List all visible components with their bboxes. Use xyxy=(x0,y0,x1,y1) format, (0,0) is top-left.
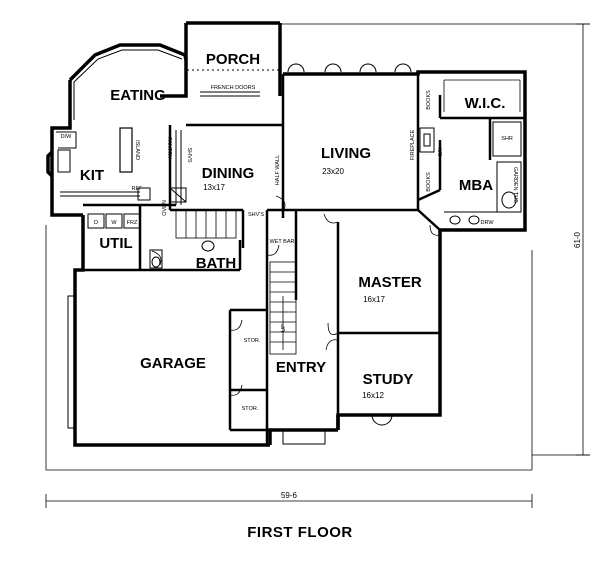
room-porch: PORCH xyxy=(206,51,260,68)
room-garage: GARAGE xyxy=(140,355,206,372)
label-wet-bar: WET BAR xyxy=(270,239,295,245)
label-drw: DRW xyxy=(480,220,494,226)
utility-appliances xyxy=(87,213,141,229)
room-bath: BATH xyxy=(196,255,237,272)
label-french-doors: FRENCH DOORS xyxy=(211,85,256,91)
width-dimension: 59-6 xyxy=(281,491,298,500)
label-stor-upper: STOR. xyxy=(244,338,261,344)
room-wic: W.I.C. xyxy=(465,95,506,112)
bath-fixtures xyxy=(149,240,215,269)
label-books-top: BOOKS xyxy=(426,90,432,110)
label-garden-tub: GARDEN TUB xyxy=(512,167,518,203)
room-study: STUDY xyxy=(363,371,414,388)
master-size: 16x17 xyxy=(363,295,385,304)
living-size: 23x20 xyxy=(322,167,344,176)
label-books-side: BOOKS xyxy=(426,172,432,192)
french-doors xyxy=(187,69,279,97)
door-swings xyxy=(151,195,441,396)
room-mba: MBA xyxy=(459,177,493,194)
kitchen-counters xyxy=(56,131,151,201)
central-stairs xyxy=(269,261,297,355)
label-stor-lower: STOR. xyxy=(242,406,259,412)
depth-dimension: 61-0 xyxy=(573,231,582,248)
wic-shelves xyxy=(443,79,521,112)
room-kit: KIT xyxy=(80,167,104,184)
eating-bay-windows xyxy=(73,49,183,120)
label-w: W xyxy=(111,220,117,226)
room-entry: ENTRY xyxy=(276,359,326,376)
label-ks: K/S xyxy=(436,148,442,157)
pantry-shelves xyxy=(169,130,187,205)
label-up: UP xyxy=(281,324,287,332)
garage-door xyxy=(67,295,77,429)
label-shvs-dining: SHVS xyxy=(186,148,192,163)
label-oven: OVEN xyxy=(162,200,168,216)
dining-size: 13x17 xyxy=(203,183,225,192)
room-eating: EATING xyxy=(110,87,166,104)
label-shr: SHR xyxy=(501,136,513,142)
dining-stairs xyxy=(175,209,237,239)
room-master: MASTER xyxy=(358,274,422,291)
label-shvs-hall: SHV'S xyxy=(248,212,264,218)
entry-step xyxy=(282,429,326,445)
kitchen-island xyxy=(119,127,133,173)
room-dining: DINING xyxy=(202,165,255,182)
label-frz: FRZ xyxy=(127,220,138,226)
label-dw: D/W xyxy=(61,134,73,140)
room-util: UTIL xyxy=(99,235,132,252)
label-d: D xyxy=(94,220,98,226)
label-fireplace: FIREPLACE xyxy=(410,129,416,160)
study-window xyxy=(371,414,393,426)
master-bath-fixtures xyxy=(419,121,522,225)
label-island: ISLAND xyxy=(134,140,140,160)
label-half-wall: HALF WALL xyxy=(275,155,281,185)
label-ref: REF xyxy=(132,186,144,192)
interior-walls xyxy=(83,72,525,445)
label-pantry: PANTRY xyxy=(166,137,172,159)
room-living: LIVING xyxy=(321,145,371,162)
study-size: 16x12 xyxy=(362,391,384,400)
living-windows xyxy=(287,63,412,73)
plan-caption: FIRST FLOOR xyxy=(247,524,353,541)
